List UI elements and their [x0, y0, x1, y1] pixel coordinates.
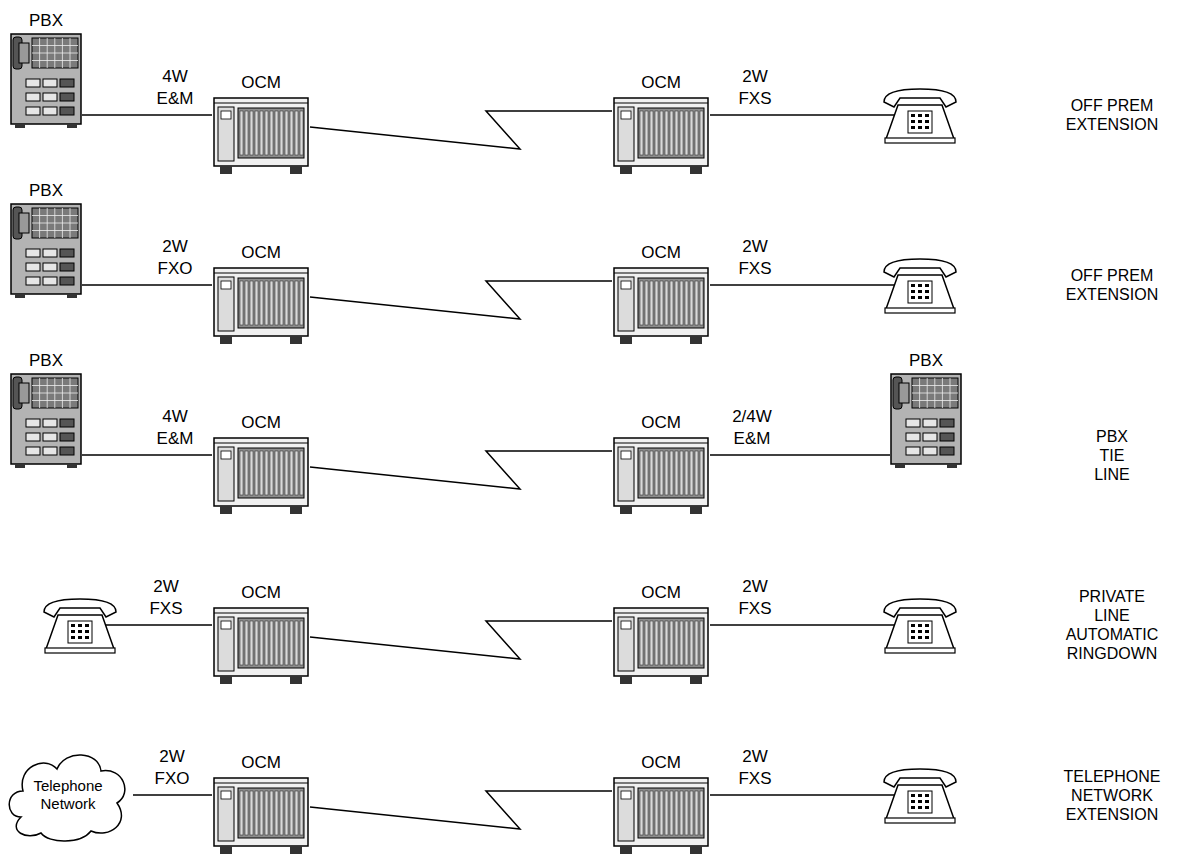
- interface-label: 2W FXO: [155, 746, 190, 790]
- phone-icon: [44, 599, 116, 653]
- interface-label: 2/4W E&M: [732, 406, 772, 450]
- ocm-drawing: [612, 605, 710, 685]
- phone-icon: [884, 769, 956, 823]
- ocm-drawing: [612, 775, 710, 855]
- link-connector: [310, 621, 612, 659]
- interface-label: 4W E&M: [157, 66, 194, 110]
- pbx-unit: PBX: [10, 33, 82, 129]
- unit-label: OCM: [641, 753, 681, 773]
- unit-label: PBX: [29, 351, 63, 371]
- unit-label: PBX: [29, 181, 63, 201]
- unit-label: OCM: [641, 413, 681, 433]
- interface-label: 2W FXS: [738, 66, 771, 110]
- pbx-drawing: [10, 373, 82, 469]
- pbx-unit: PBX: [10, 373, 82, 469]
- ocm-unit: OCM: [212, 95, 310, 175]
- pbx-drawing: [890, 373, 962, 469]
- interface-label: 2W FXO: [158, 236, 193, 280]
- ocm-unit: OCM: [212, 605, 310, 685]
- ocm-unit: OCM: [612, 435, 710, 515]
- unit-label: OCM: [241, 413, 281, 433]
- unit-label: OCM: [641, 243, 681, 263]
- interface-label: 2W FXS: [738, 576, 771, 620]
- link-connector: [310, 791, 612, 829]
- ocm-drawing: [212, 95, 310, 175]
- ocm-drawing: [212, 265, 310, 345]
- unit-label: PBX: [909, 351, 943, 371]
- application-label: PRIVATE LINE AUTOMATIC RINGDOWN: [1066, 587, 1159, 663]
- ocm-drawing: [212, 435, 310, 515]
- phone-icon: [884, 89, 956, 143]
- ocm-unit: OCM: [212, 775, 310, 855]
- link-connector: [310, 451, 612, 489]
- application-label: PBX TIE LINE: [1094, 427, 1130, 484]
- ocm-unit: OCM: [212, 435, 310, 515]
- ocm-drawing: [212, 775, 310, 855]
- unit-label: OCM: [241, 73, 281, 93]
- ocm-unit: OCM: [212, 265, 310, 345]
- phone-icon: [884, 259, 956, 313]
- ocm-drawing: [612, 435, 710, 515]
- phone-icon: [884, 599, 956, 653]
- unit-label: OCM: [241, 243, 281, 263]
- network-cloud: Telephone Network: [3, 745, 133, 845]
- ocm-unit: OCM: [612, 775, 710, 855]
- pbx-drawing: [10, 33, 82, 129]
- line-connector: [133, 794, 212, 796]
- unit-label: OCM: [641, 73, 681, 93]
- interface-label: 2W FXS: [738, 236, 771, 280]
- unit-label: PBX: [29, 11, 63, 31]
- link-connector: [310, 111, 612, 149]
- line-connector: [82, 284, 212, 286]
- phone-wire: [100, 115, 900, 795]
- ocm-unit: OCM: [612, 95, 710, 175]
- application-label: TELEPHONE NETWORK EXTENSION: [1064, 767, 1161, 824]
- ocm-unit: OCM: [612, 265, 710, 345]
- line-connector: [82, 114, 212, 116]
- line-connector: [82, 454, 212, 456]
- interface-label: 2W FXS: [738, 746, 771, 790]
- ocm-drawing: [612, 95, 710, 175]
- interface-label: 4W E&M: [157, 406, 194, 450]
- cloud-label: Telephone Network: [33, 777, 102, 813]
- application-label: OFF PREM EXTENSION: [1066, 96, 1158, 134]
- ocm-unit: OCM: [612, 605, 710, 685]
- pbx-drawing: [10, 203, 82, 299]
- link-connector: [310, 281, 612, 319]
- line-connector: [710, 454, 890, 456]
- pbx-unit: PBX: [890, 373, 962, 469]
- pbx-unit: PBX: [10, 203, 82, 299]
- application-label: OFF PREM EXTENSION: [1066, 266, 1158, 304]
- unit-label: OCM: [641, 583, 681, 603]
- ocm-drawing: [612, 265, 710, 345]
- ocm-drawing: [212, 605, 310, 685]
- unit-label: OCM: [241, 583, 281, 603]
- unit-label: OCM: [241, 753, 281, 773]
- interface-label: 2W FXS: [149, 576, 182, 620]
